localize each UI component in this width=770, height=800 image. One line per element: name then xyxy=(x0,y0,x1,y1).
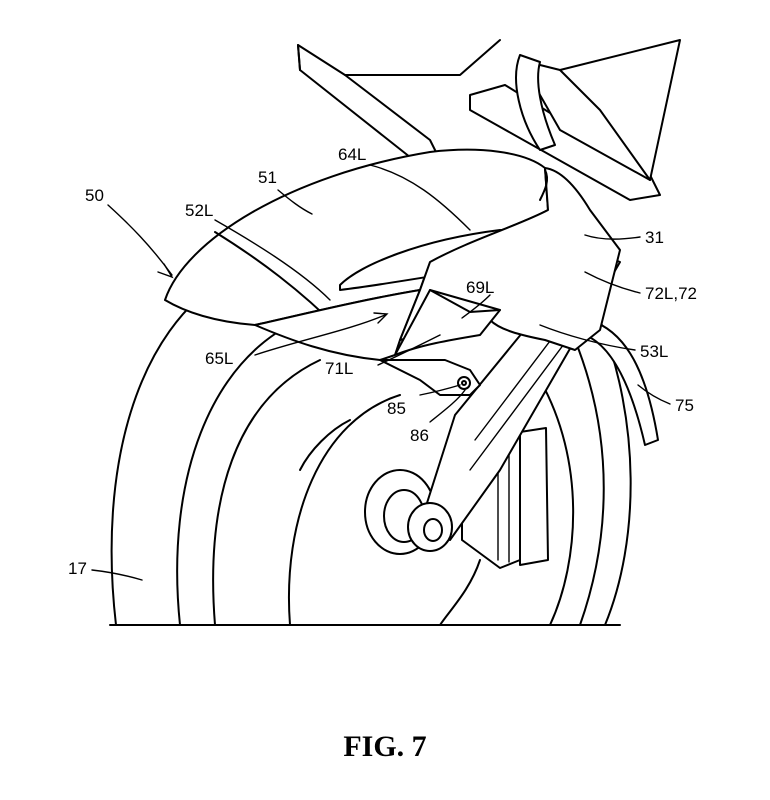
axle-hole xyxy=(423,518,443,542)
mount-bolt-center xyxy=(461,380,467,386)
leader-51 xyxy=(277,189,313,215)
fender-rear-extension xyxy=(584,319,659,446)
rim-outer-line xyxy=(212,359,321,626)
leader-50 xyxy=(107,204,173,276)
figure-caption: FIG. 7 xyxy=(343,730,426,763)
tire-sidewall-line xyxy=(176,319,301,626)
label-85: 85 xyxy=(387,399,406,418)
label-50: 50 xyxy=(85,186,104,205)
label-17: 17 xyxy=(68,559,87,578)
leader-71L xyxy=(377,334,441,366)
front-wheel xyxy=(109,274,632,626)
reference-labels: 50 51 52L 64L 31 72L,72 69L 65L 71L 53L … xyxy=(68,145,697,578)
leader-31 xyxy=(584,234,641,240)
tire-right-inner xyxy=(574,339,605,626)
leader-17 xyxy=(91,569,143,581)
cowl-inner xyxy=(559,69,651,181)
leader-85 xyxy=(419,384,461,396)
frame-top-plate xyxy=(344,39,501,76)
label-71L: 71L xyxy=(325,359,353,378)
brake-disc-inner xyxy=(299,419,351,471)
label-51: 51 xyxy=(258,168,277,187)
label-75: 75 xyxy=(675,396,694,415)
brake-disc-outline xyxy=(288,394,401,626)
leader-64L xyxy=(369,164,471,231)
label-65L: 65L xyxy=(205,349,233,368)
handlebar-bracket xyxy=(469,84,661,201)
label-52L: 52L xyxy=(185,201,213,220)
arrow-65L xyxy=(373,312,389,324)
steering-column xyxy=(515,54,556,151)
leader-75 xyxy=(637,384,671,405)
leader-52L xyxy=(214,219,331,301)
upper-frame xyxy=(297,39,681,201)
fender-notch xyxy=(539,169,549,201)
leader-lines xyxy=(91,164,671,581)
leader-72L xyxy=(584,271,641,294)
label-69L: 69L xyxy=(466,278,494,297)
front-fender xyxy=(164,148,621,396)
frame-arm-left xyxy=(297,44,441,166)
caliper-pad xyxy=(519,427,549,566)
leader-65L xyxy=(254,314,386,356)
frame-arm-left-top xyxy=(297,44,301,71)
label-53L: 53L xyxy=(640,342,668,361)
arrow-50 xyxy=(157,263,174,279)
label-31: 31 xyxy=(645,228,664,247)
label-64L: 64L xyxy=(338,145,366,164)
leader-53L xyxy=(539,324,636,351)
brake-disc-edge-right xyxy=(439,559,481,626)
rim-right-line xyxy=(539,379,575,626)
label-86: 86 xyxy=(410,426,429,445)
leader-69L xyxy=(461,294,491,319)
leader-86 xyxy=(429,389,466,423)
label-72L-72: 72L,72 xyxy=(645,284,697,303)
